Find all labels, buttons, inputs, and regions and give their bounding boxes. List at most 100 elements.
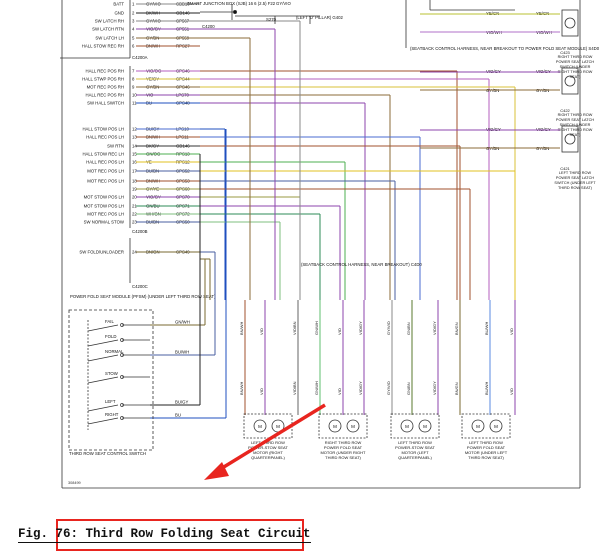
latch-switch: YE/GNVIO/WHYE/GNVIO/WHC423RIGHT THIRD RO…	[420, 9, 594, 79]
svg-text:LEFT THIRD ROW: LEFT THIRD ROW	[469, 440, 503, 445]
svg-text:11: 11	[132, 101, 137, 106]
svg-text:C421: C421	[560, 166, 570, 171]
right-latch-switches: YE/GNVIO/WHYE/GNVIO/WHC423RIGHT THIRD RO…	[420, 9, 596, 190]
svg-text:THIRD ROW SEAT): THIRD ROW SEAT)	[558, 186, 593, 190]
svg-text:MOT REC POS LH: MOT REC POS LH	[87, 212, 124, 217]
svg-text:M: M	[258, 424, 262, 429]
svg-text:13: 13	[132, 135, 137, 140]
svg-text:LEFT THIRD ROW: LEFT THIRD ROW	[251, 440, 285, 445]
svg-text:M: M	[405, 424, 409, 429]
switch-position: STOW	[87, 371, 150, 384]
svg-text:RIGHT THIRD ROW: RIGHT THIRD ROW	[558, 113, 593, 117]
svg-text:1: 1	[132, 2, 135, 7]
svg-text:MOTOR (RIGHT: MOTOR (RIGHT	[253, 450, 283, 455]
svg-text:MOT REC POS RH: MOT REC POS RH	[87, 85, 124, 90]
svg-text:BN/WH: BN/WH	[239, 382, 244, 395]
svg-text:VIO/GY: VIO/GY	[358, 321, 363, 335]
svg-text:16: 16	[132, 160, 137, 165]
svg-text:VIO: VIO	[259, 388, 264, 395]
svg-text:GN/BN: GN/BN	[406, 322, 411, 335]
figure-code: 308499	[68, 481, 81, 485]
svg-text:BN/WH: BN/WH	[239, 322, 244, 335]
svg-text:M: M	[333, 424, 337, 429]
svg-text:SEAT): SEAT)	[570, 75, 582, 79]
svg-text:HALL STOW REC LH: HALL STOW REC LH	[82, 152, 124, 157]
svg-text:MOTOR (UNDER RIGHT: MOTOR (UNDER RIGHT	[320, 450, 366, 455]
svg-text:QUARTERPANEL): QUARTERPANEL)	[398, 455, 432, 460]
svg-text:GND: GND	[114, 11, 124, 16]
svg-text:MOTOR (UNDER LEFT: MOTOR (UNDER LEFT	[465, 450, 508, 455]
svg-text:VIO: VIO	[509, 328, 514, 335]
svg-text:10: 10	[132, 93, 137, 98]
svg-text:MOT STOW POS LH: MOT STOW POS LH	[84, 204, 124, 209]
caption-highlight	[56, 519, 304, 551]
svg-text:RIGHT THIRD ROW: RIGHT THIRD ROW	[558, 55, 593, 59]
svg-text:7: 7	[132, 69, 135, 74]
svg-text:HALL REC POS LH: HALL REC POS LH	[86, 135, 124, 140]
svg-text:POWER SEAT LATCH: POWER SEAT LATCH	[556, 118, 594, 122]
svg-text:STOW: STOW	[105, 371, 119, 376]
svg-text:HALL REC POS LH: HALL REC POS LH	[86, 160, 124, 165]
svg-text:BN/GN: BN/GN	[454, 382, 459, 395]
module-connector	[60, 0, 131, 283]
svg-text:VIO/BN: VIO/BN	[292, 381, 297, 395]
seatback-breakout: (SEATBACK CONTROL HARNESS, NEAR BREAKOUT…	[410, 46, 600, 51]
svg-text:SW HALL SWITCH: SW HALL SWITCH	[87, 101, 124, 106]
svg-text:SW LATCH RH: SW LATCH RH	[95, 19, 124, 24]
svg-text:SWITCH (UNDER: SWITCH (UNDER	[560, 65, 591, 69]
svg-text:HALL STWP POS RH: HALL STWP POS RH	[82, 77, 124, 82]
switch-position: NORMAL	[87, 349, 150, 362]
svg-text:THIRD ROW SEAT): THIRD ROW SEAT)	[325, 455, 361, 460]
svg-text:M: M	[351, 424, 355, 429]
seat-control-switch: FAILFOLDNORMALSTOWLEFTRIGHTGN/WHBU/WHBU/…	[68, 309, 190, 456]
svg-text:C423: C423	[560, 50, 570, 55]
svg-text:SWITCH (UNDER LEFT: SWITCH (UNDER LEFT	[554, 181, 596, 185]
wire-bus	[150, 20, 516, 419]
top-area: SMART JUNCTION BOX (SJB) 16 6 (2.5) F22 …	[187, 1, 600, 267]
diagram-frame	[61, 0, 581, 489]
svg-text:POWER FOLD SEAT: POWER FOLD SEAT	[467, 445, 506, 450]
svg-text:SWITCH (UNDER: SWITCH (UNDER	[560, 123, 591, 127]
svg-text:LEFT THIRD ROW: LEFT THIRD ROW	[398, 440, 432, 445]
svg-text:12: 12	[132, 127, 137, 132]
svg-text:5: 5	[132, 36, 135, 41]
svg-text:8: 8	[132, 77, 135, 82]
svg-text:VIO/GY: VIO/GY	[432, 381, 437, 395]
svg-text:RIGHT: RIGHT	[105, 412, 119, 417]
svg-text:FOLD: FOLD	[105, 334, 116, 339]
svg-text:M: M	[423, 424, 427, 429]
svg-text:M: M	[494, 424, 498, 429]
svg-text:MOT STOW POS LH: MOT STOW POS LH	[84, 195, 124, 200]
svg-text:VIO: VIO	[337, 328, 342, 335]
switch-wire-label: BU	[175, 413, 181, 418]
svg-text:HALL REC POS RH: HALL REC POS RH	[85, 69, 124, 74]
svg-text:20: 20	[132, 195, 137, 200]
svg-text:M: M	[276, 424, 280, 429]
svg-text:18: 18	[132, 179, 137, 184]
seatback-breakout-2: (SEATBACK CONTROL HARNESS, NEAR BREAKOUT…	[301, 262, 422, 267]
svg-text:MOTOR (LEFT: MOTOR (LEFT	[401, 450, 429, 455]
svg-text:VIO: VIO	[337, 388, 342, 395]
svg-text:POWER SEAT LATCH: POWER SEAT LATCH	[556, 60, 594, 64]
svg-text:RIGHT THIRD ROW: RIGHT THIRD ROW	[325, 440, 362, 445]
